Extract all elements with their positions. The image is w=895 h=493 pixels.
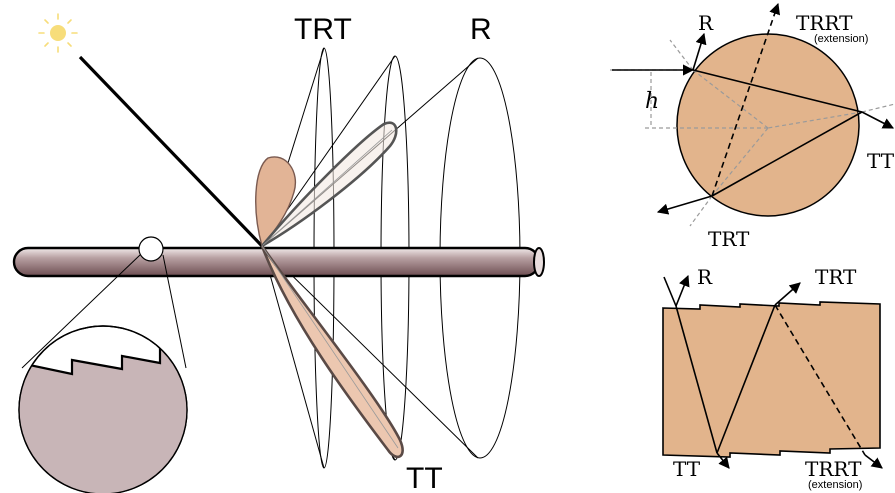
cs-trt-label: TRT <box>708 227 750 251</box>
main-figure: TRT R TT <box>12 13 545 493</box>
r-label: R <box>470 13 492 46</box>
cuticle-zoom <box>18 325 188 493</box>
trt-label: TRT <box>294 13 352 46</box>
cs-tt-label: TT <box>867 149 895 173</box>
cs-trrt-label: TRRT <box>796 11 853 35</box>
ls-trt-label: TRT <box>815 265 857 289</box>
longitudinal-rays <box>663 274 883 469</box>
ls-r-label: R <box>697 265 713 289</box>
longitudinal-section-diagram: R TRT TT TRRT (extension) <box>662 265 883 491</box>
ls-trrt-note: (extension) <box>808 479 862 491</box>
cs-h-label: h <box>645 89 659 114</box>
cross-section-circle <box>676 33 860 217</box>
ls-trrt-label: TRRT <box>805 457 862 481</box>
r-lobe <box>260 121 398 248</box>
longitudinal-body <box>662 301 881 458</box>
cs-trrt-note: (extension) <box>814 33 868 45</box>
trt-lobe <box>255 156 296 248</box>
incident-ray <box>78 55 264 248</box>
ls-tt-label: TT <box>673 457 701 481</box>
cross-section-rays <box>612 2 894 215</box>
cs-r-label: R <box>698 11 714 35</box>
tt-label: TT <box>406 462 443 493</box>
sun-icon <box>38 13 78 53</box>
cross-section-diagram: h R TRRT (extension) TT TRT <box>610 2 895 251</box>
magnifier-spot <box>138 236 164 262</box>
